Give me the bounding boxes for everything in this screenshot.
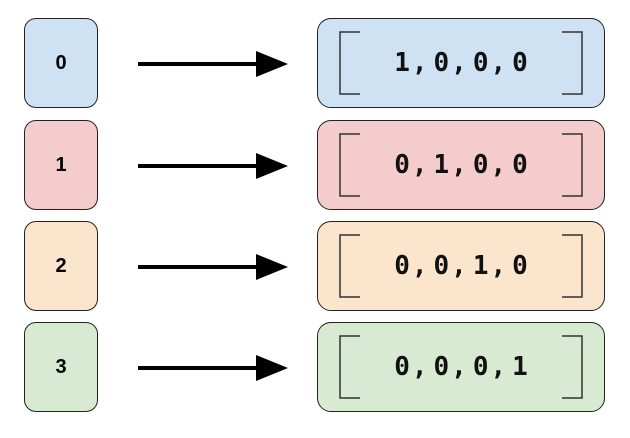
vector-element: 1 — [433, 150, 450, 180]
comma: , — [490, 150, 507, 180]
right-bracket-icon — [562, 335, 583, 399]
one-hot-vector-box: 0, 0, 0, 1 — [317, 322, 605, 412]
vector-element: 0 — [394, 150, 410, 180]
vector-values: 0, 1, 0, 0 — [362, 121, 560, 209]
left-bracket-icon — [339, 31, 360, 95]
right-arrow-icon — [138, 153, 288, 179]
one-hot-vector-box: 0, 1, 0, 0 — [317, 120, 605, 210]
vector-element: 0 — [433, 48, 450, 78]
encoding-row-2: 2 0, 0, 1, 0 — [0, 221, 630, 313]
vector-element: 0 — [472, 352, 489, 382]
vector-values: 1, 0, 0, 0 — [362, 19, 560, 107]
right-arrow-icon — [138, 254, 288, 280]
comma: , — [411, 251, 428, 281]
comma: , — [451, 48, 467, 78]
one-hot-vector-box: 0, 0, 1, 0 — [317, 221, 605, 311]
left-bracket-icon — [339, 234, 360, 298]
left-bracket-icon — [339, 133, 360, 197]
category-label: 1 — [55, 153, 67, 176]
one-hot-vector-box: 1, 0, 0, 0 — [317, 18, 605, 108]
comma: , — [490, 48, 507, 78]
category-label: 2 — [55, 254, 67, 277]
vector-element: 0 — [433, 352, 450, 382]
right-arrow-icon — [138, 355, 288, 381]
vector-values: 0, 0, 0, 1 — [362, 323, 560, 411]
vector-element: 0 — [512, 150, 528, 180]
category-label-box: 0 — [24, 18, 98, 108]
comma: , — [490, 352, 507, 382]
right-arrow-icon — [138, 51, 288, 77]
vector-element: 1 — [394, 48, 410, 78]
vector-element: 0 — [394, 352, 410, 382]
comma: , — [490, 251, 507, 281]
vector-element: 1 — [512, 352, 528, 382]
vector-element: 0 — [472, 48, 489, 78]
category-label-box: 2 — [24, 221, 98, 311]
encoding-row-0: 0 1, 0, 0, 0 — [0, 18, 630, 110]
encoding-row-1: 1 0, 1, 0, 0 — [0, 120, 630, 212]
category-label: 0 — [55, 51, 67, 74]
comma: , — [451, 150, 467, 180]
encoding-row-3: 3 0, 0, 0, 1 — [0, 322, 630, 414]
category-label: 3 — [55, 355, 67, 378]
comma: , — [411, 150, 428, 180]
category-label-box: 3 — [24, 322, 98, 412]
comma: , — [451, 352, 467, 382]
right-bracket-icon — [562, 31, 583, 95]
vector-values: 0, 0, 1, 0 — [362, 222, 560, 310]
vector-element: 0 — [394, 251, 410, 281]
vector-element: 0 — [512, 251, 528, 281]
vector-element: 1 — [472, 251, 489, 281]
vector-element: 0 — [472, 150, 489, 180]
category-label-box: 1 — [24, 120, 98, 210]
right-bracket-icon — [562, 133, 583, 197]
vector-element: 0 — [512, 48, 528, 78]
comma: , — [451, 251, 467, 281]
left-bracket-icon — [339, 335, 360, 399]
vector-element: 0 — [433, 251, 450, 281]
comma: , — [411, 48, 428, 78]
right-bracket-icon — [562, 234, 583, 298]
comma: , — [411, 352, 428, 382]
